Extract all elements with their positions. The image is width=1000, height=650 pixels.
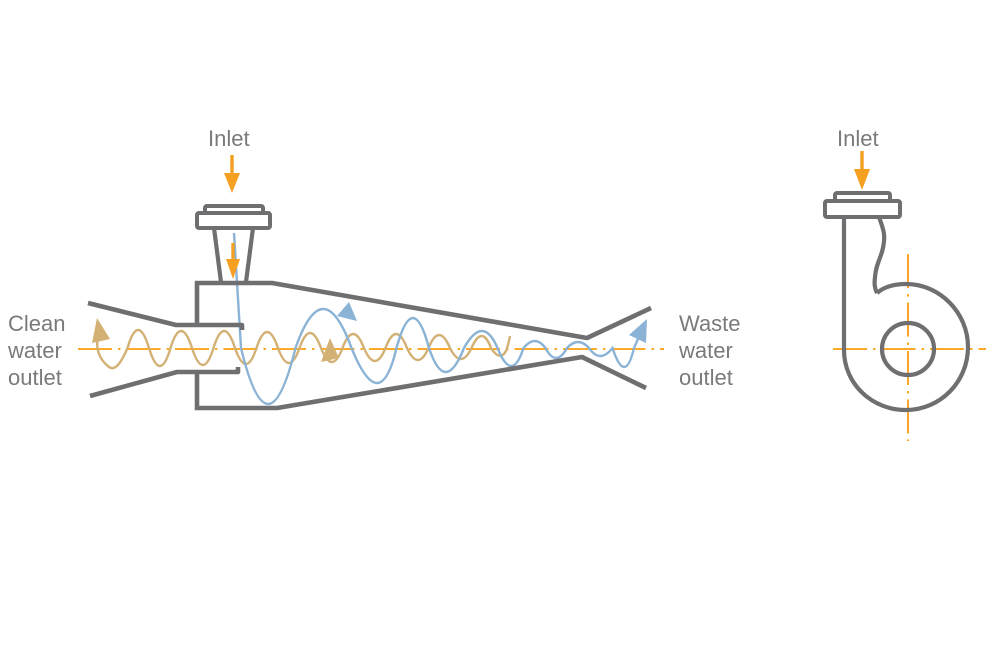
front-view-diagram: Inlet — [823, 126, 986, 441]
waste-flow-arrow-icon — [629, 319, 647, 343]
inlet-flange — [195, 204, 272, 230]
clean-outlet-nozzle — [87, 300, 245, 399]
waste-water-outlet-label-line1: Waste — [679, 311, 741, 336]
inlet-arrow-icon — [224, 155, 240, 193]
clean-water-flow-wave — [95, 328, 512, 370]
clean-water-outlet-label-line2: water — [7, 338, 62, 363]
side-view-diagram: Inlet Clean water outlet Waste water out… — [7, 126, 741, 411]
volute-casing-outline — [841, 216, 971, 413]
inlet-funnel — [211, 227, 256, 283]
spiral-direction-arrow-icon — [337, 302, 357, 321]
clean-flow-arrow-icon — [92, 318, 110, 343]
waste-water-flow-wave — [232, 232, 646, 406]
volute-center-hole — [879, 320, 937, 378]
inlet-inner-arrow-icon — [226, 243, 240, 279]
inner-spiral-arrow-icon — [321, 338, 339, 362]
cyclone-body-outline — [194, 280, 652, 411]
inlet-label-front: Inlet — [837, 126, 879, 151]
inlet-label: Inlet — [208, 126, 250, 151]
waste-water-outlet-label-line3: outlet — [679, 365, 733, 390]
inlet-arrow-front-icon — [854, 151, 870, 190]
clean-water-outlet-label-line3: outlet — [8, 365, 62, 390]
inlet-flange-front — [823, 191, 902, 219]
clean-water-outlet-label-line1: Clean — [8, 311, 65, 336]
waste-water-outlet-label-line2: water — [678, 338, 733, 363]
